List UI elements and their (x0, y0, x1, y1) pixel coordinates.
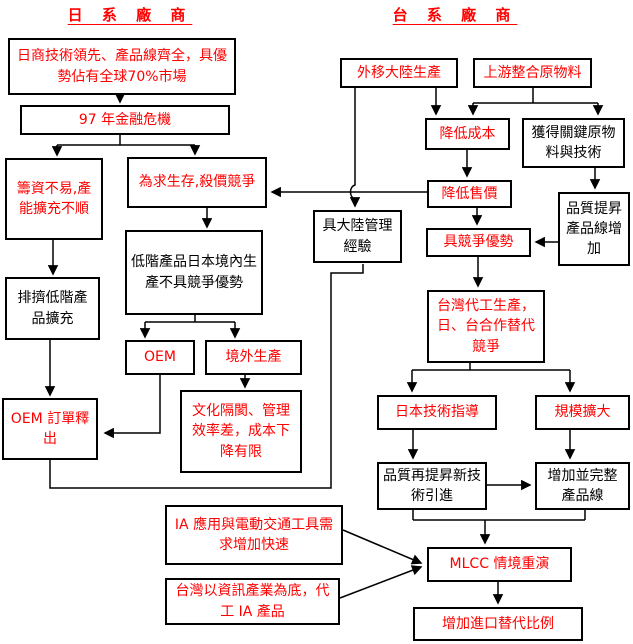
node-jp-oem: OEM (125, 340, 195, 375)
node-jp-crowdout: 排擠低階產品擴充 (5, 277, 100, 340)
node-tw-scale-up: 規模擴大 (535, 395, 630, 430)
node-jp-advantage: 日商技術領先、產品線齊全，具優勢佔有全球70%市場 (8, 38, 236, 95)
node-tw-quality-up: 品質提昇產品線增加 (558, 192, 630, 266)
node-tw-mlcc: MLCC 情境重演 (427, 547, 572, 582)
node-tw-price-down: 降低售價 (427, 180, 512, 208)
edge-move-china-to-mgmt-exp (349, 88, 361, 208)
edge-tw-oem-branch (412, 363, 570, 371)
node-jp-culture: 文化隔閡、管理效率差，成本下降有限 (180, 390, 302, 473)
node-tw-complete-line: 增加並完整產品線 (535, 462, 630, 510)
edge-lowend-branch (145, 315, 235, 323)
node-tw-ia: 台灣以資訊產業為底，代工 IA 產品 (165, 578, 340, 625)
node-tw-jp-guidance: 日本技術指導 (377, 395, 497, 430)
edge-oem-release-to-mgmt-exp-link (49, 264, 364, 489)
node-tw-key-material: 獲得關鍵原物料與技術 (522, 118, 625, 168)
edge-ia-demand-to-mlcc (342, 529, 423, 565)
node-tw-cost-down: 降低成本 (425, 118, 510, 150)
node-jp-survive: 為求生存,殺價競爭 (127, 157, 267, 208)
node-tw-upstream: 上游整合原物料 (473, 58, 592, 88)
taiwan-column-title: 台 系 廠 商 (392, 6, 518, 24)
node-jp-oem-release: OEM 訂單釋出 (2, 398, 98, 460)
node-tw-advantage: 具競爭優勢 (426, 228, 531, 257)
node-tw-oem-production: 台灣代工生產，日、台合作替代競爭 (427, 290, 545, 363)
node-ia-demand: IA 應用與電動交通工具需求增加快速 (165, 505, 343, 565)
node-jp-crisis: 97 年金融危機 (20, 105, 230, 135)
edge-crisis-branch (57, 135, 195, 146)
node-tw-move-china: 外移大陸生產 (340, 58, 458, 88)
edge-merge-bar (412, 510, 586, 521)
node-tw-import-sub: 增加進口替代比例 (413, 607, 583, 641)
node-tw-quality-again: 品質再提昇新技術引進 (377, 462, 487, 510)
node-jp-lowend: 低階產品日本境內生產不具競爭優勢 (125, 230, 263, 315)
node-tw-mgmt-exp: 具大陸管理經驗 (313, 210, 402, 263)
node-jp-funding: 籌資不易,產能擴充不順 (5, 158, 103, 240)
edge-upstream-branch (473, 88, 598, 104)
japan-column-title: 日 系 廠 商 (67, 6, 193, 24)
edge-tw-ia-to-mlcc (339, 565, 423, 599)
edge-oem-to-oem-release (103, 375, 161, 439)
node-jp-offshore: 境外生產 (205, 340, 302, 375)
